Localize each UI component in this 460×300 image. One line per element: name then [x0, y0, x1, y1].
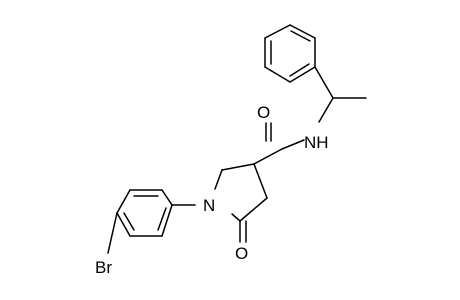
double-bond-inner [289, 63, 310, 77]
bond [107, 212, 118, 254]
double-bond-inner [290, 30, 311, 42]
lactam-oxygen-label: O [235, 244, 248, 263]
bond [214, 169, 223, 190]
bond [289, 66, 316, 83]
ring-nitrogen-label: N [203, 196, 215, 215]
bromophenyl-ring [116, 189, 173, 237]
bond [289, 24, 316, 39]
double-bond-inner [157, 207, 167, 231]
bond [161, 204, 173, 237]
bromine-label: Br [95, 258, 112, 277]
bond [314, 66, 334, 99]
phenyl-ring [264, 24, 316, 83]
double-bond-inner [123, 212, 135, 231]
pyrrolidinone-ring [214, 163, 268, 222]
bond [264, 66, 291, 83]
bond [253, 163, 268, 199]
bond [231, 213, 241, 222]
bond [253, 148, 283, 165]
bond [281, 139, 305, 150]
amide-oxygen-label: O [257, 103, 270, 122]
bond [116, 212, 131, 237]
bond [318, 97, 334, 123]
bond [116, 189, 131, 214]
amide-nitrogen-label: NH [304, 133, 329, 152]
bond [161, 189, 173, 206]
bond [221, 163, 255, 171]
bond [264, 24, 291, 39]
bond [239, 197, 268, 222]
